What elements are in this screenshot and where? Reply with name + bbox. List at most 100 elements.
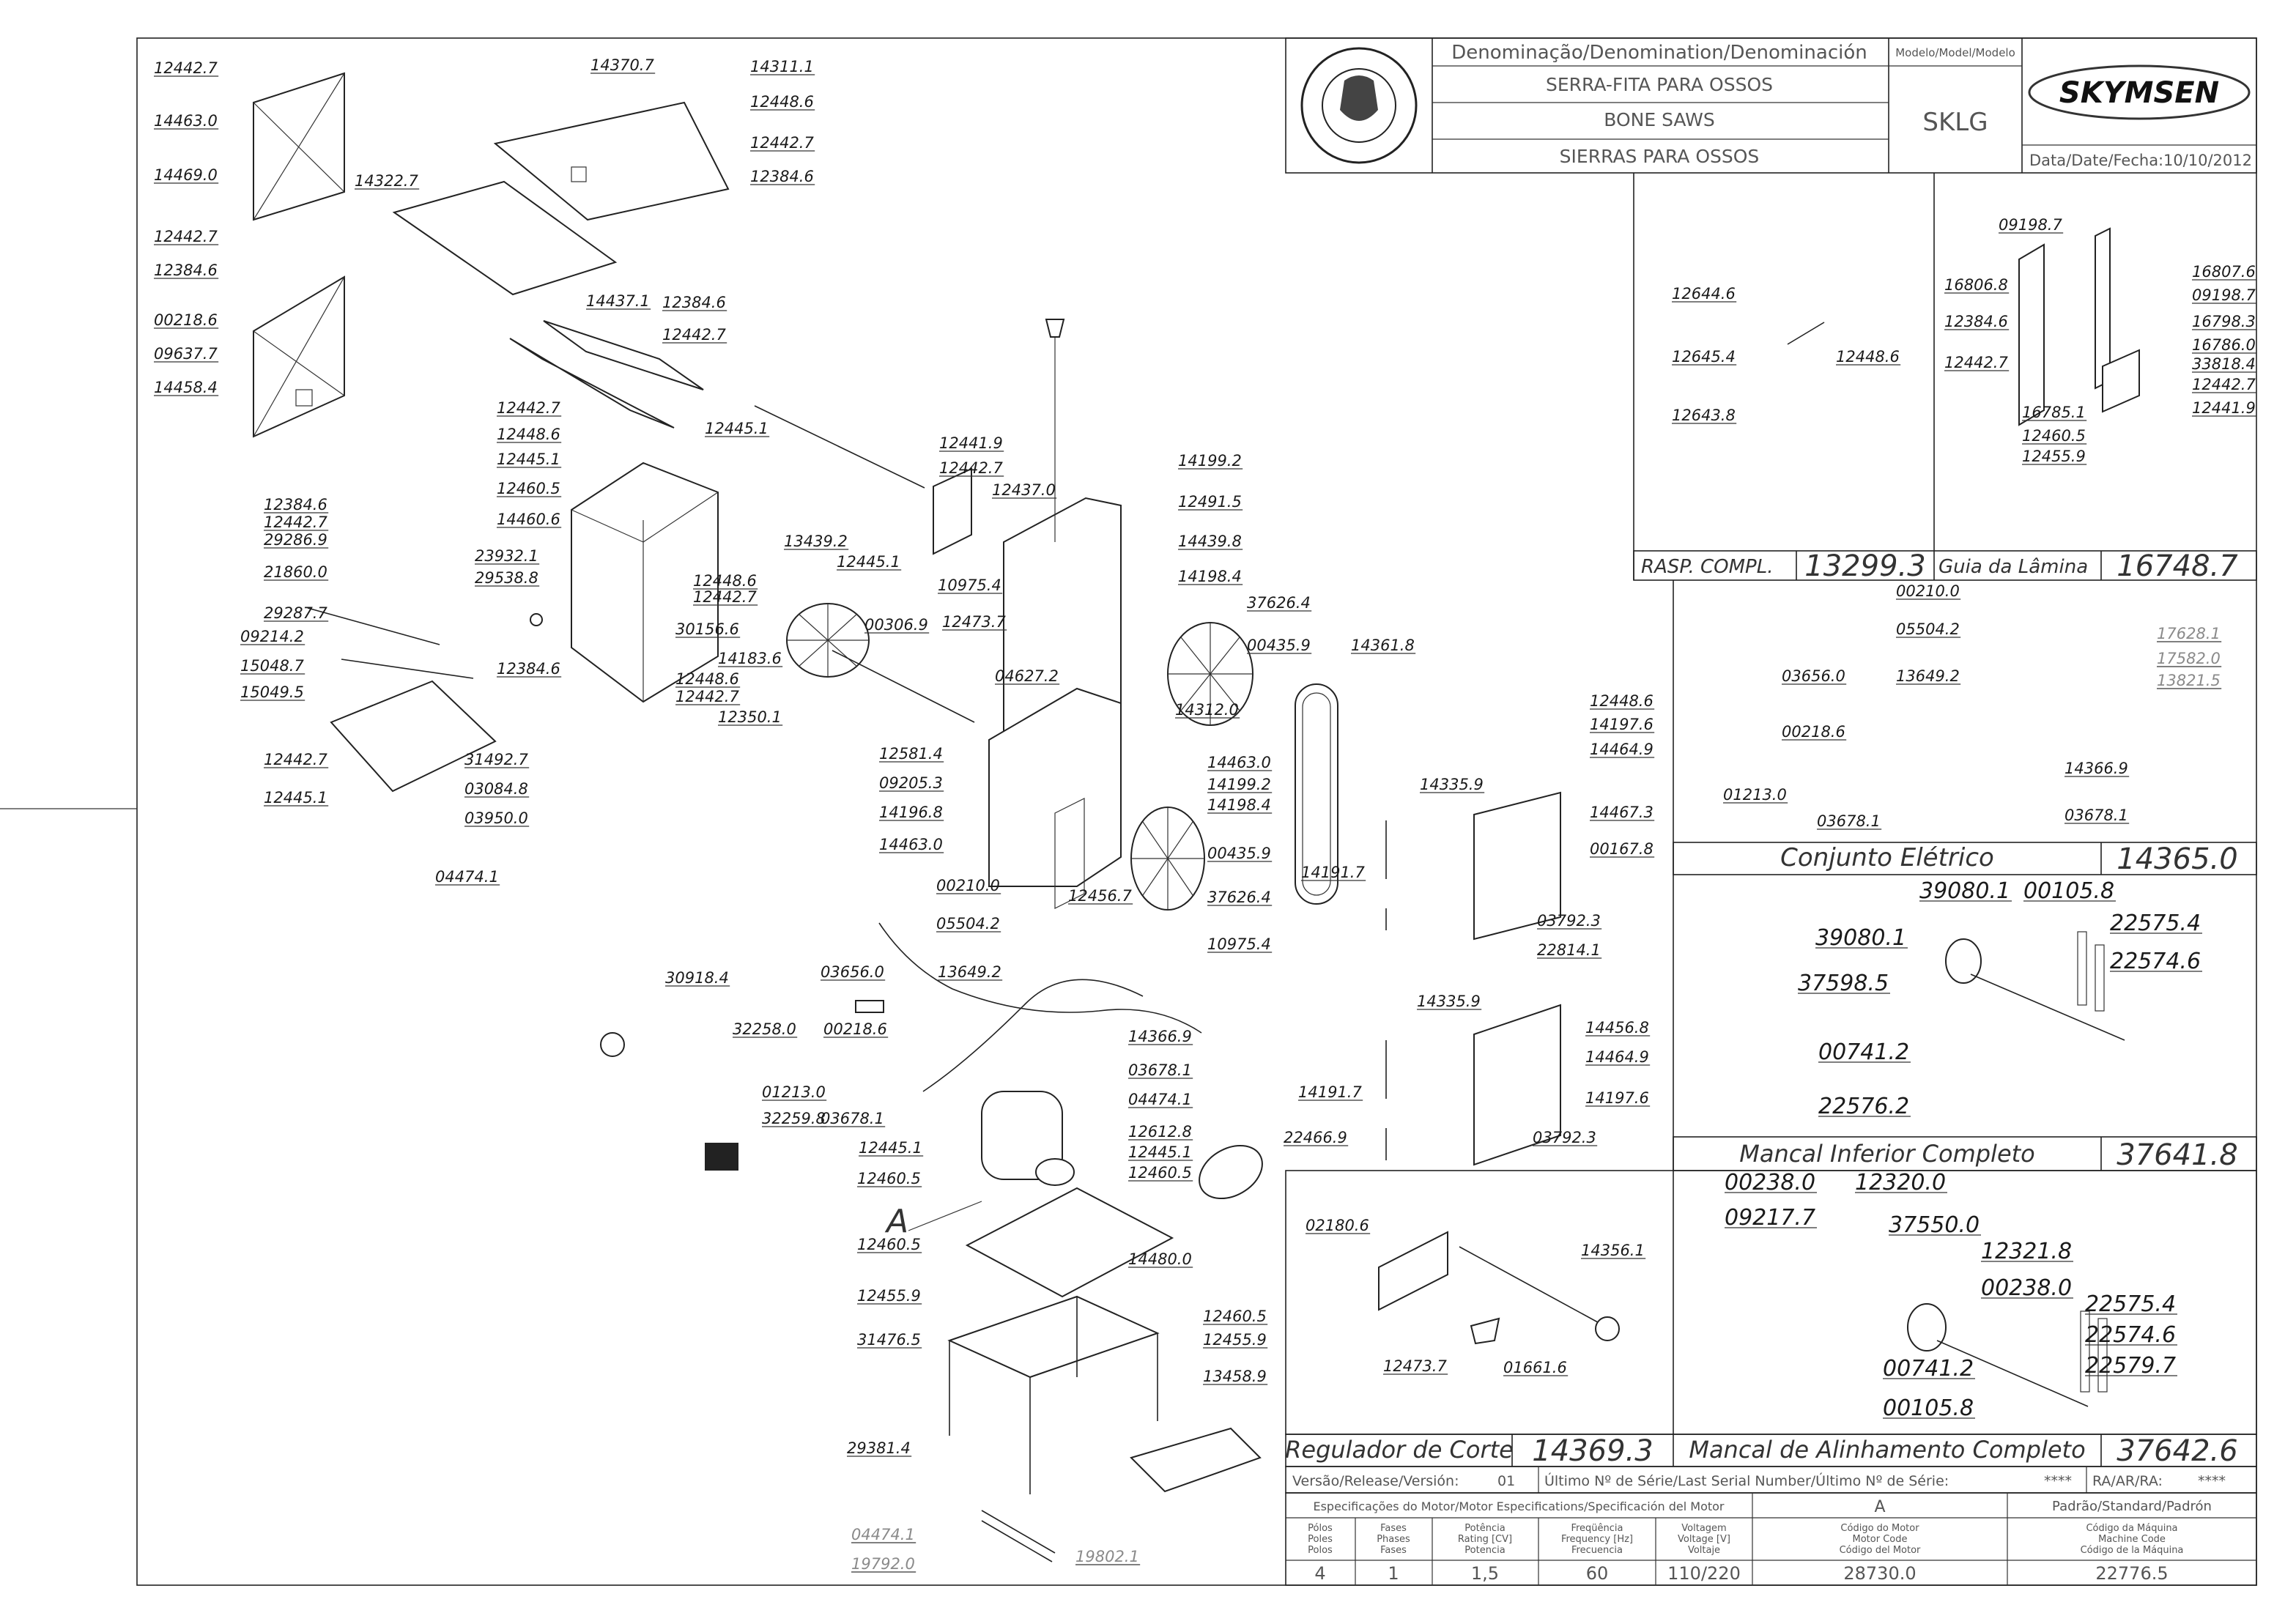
part-number-label: 12473.7: [1383, 1357, 1447, 1375]
part-number-label: 29381.4: [847, 1439, 911, 1457]
part-number-label: 14464.9: [1585, 1048, 1649, 1066]
motor-variant: A: [1874, 1498, 1885, 1516]
spec-column-header: Código da Máquina: [2086, 1523, 2177, 1534]
spec-column-header: Polos: [1308, 1545, 1333, 1556]
part-number-label: 31476.5: [857, 1331, 921, 1349]
spec-value: 60: [1586, 1563, 1609, 1584]
panel-code-mancal-alinh: 37642.6: [2117, 1434, 2237, 1468]
part-number-label: 14197.6: [1590, 716, 1654, 733]
model-code: SKLG: [1922, 108, 1988, 137]
part-number-label: 22574.6: [2110, 949, 2201, 974]
part-number-label: 00435.9: [1247, 637, 1311, 654]
part-number-label: 22576.2: [1818, 1094, 1909, 1119]
drip-tray: [1130, 1427, 1262, 1493]
part-number-label: 37626.4: [1207, 889, 1271, 906]
spec-column-header: Motor Code: [1853, 1534, 1908, 1545]
part-number-label: 14439.8: [1178, 533, 1242, 550]
part-number-label: 12442.7: [154, 228, 218, 245]
part-number-label: 14370.7: [590, 56, 654, 74]
spec-value: 4: [1314, 1563, 1325, 1584]
part-number-label: 12442.7: [154, 59, 218, 77]
subassembly-panels: RASP. COMPL. 13299.3 Guia da Lâmina 1674…: [1285, 173, 2257, 1468]
part-number-label: 12491.5: [1178, 493, 1242, 511]
part-number-label: 12442.7: [662, 326, 726, 344]
part-number-label: 17582.0: [2157, 650, 2221, 667]
part-number-label: 12644.6: [1672, 285, 1736, 303]
part-number-label: 00435.9: [1207, 845, 1271, 862]
part-number-label: 23932.1: [475, 547, 538, 565]
part-number-label: 12321.8: [1981, 1239, 2072, 1264]
stand-top: [947, 1295, 1160, 1379]
part-number-label: 14456.8: [1585, 1019, 1649, 1037]
part-number-label: 12448.6: [1836, 348, 1900, 366]
part-number-label: 16807.6: [2192, 263, 2256, 281]
part-number-label: 14361.8: [1351, 637, 1415, 654]
part-number-label: 21860.0: [264, 563, 327, 581]
part-number-label: 12445.1: [264, 789, 327, 807]
part-number-label: 13649.2: [1896, 667, 1960, 685]
brand-logo: SKYMSEN: [2059, 76, 2219, 110]
part-number-label: 30918.4: [665, 969, 729, 987]
panel-title-rasp: RASP. COMPL.: [1641, 556, 1773, 578]
part-number-label: 12384.6: [264, 496, 327, 513]
spec-column-header: Freqüência: [1571, 1523, 1623, 1534]
part-number-label: 03084.8: [464, 780, 528, 798]
part-number-label: 12445.1: [1128, 1143, 1192, 1161]
part-number-label: 00167.8: [1590, 840, 1654, 858]
spec-column-header: Frecuencia: [1571, 1545, 1623, 1556]
part-number-label: 03656.0: [1782, 667, 1845, 685]
warning-decal: [600, 1032, 625, 1057]
denomination-header: Denominação/Denomination/Denominación: [1451, 42, 1867, 64]
rail-guide-lower: [509, 338, 675, 429]
part-number-label: 12643.8: [1672, 407, 1736, 424]
date-label: Data/Date/Fecha:: [2029, 152, 2163, 169]
part-number-label: 16786.0: [2192, 336, 2256, 354]
part-number-label: 30156.6: [675, 620, 739, 638]
panel-code-eletrico: 14365.0: [2117, 842, 2237, 876]
part-number-label: 12455.9: [2022, 448, 2086, 465]
part-number-label: 00238.0: [1725, 1170, 1815, 1195]
spec-column-header: Voltage [V]: [1678, 1534, 1730, 1545]
switch-box: [855, 1000, 884, 1013]
part-number-label: 14191.7: [1298, 1083, 1362, 1101]
ra-label: RA/AR/RA:: [2092, 1473, 2163, 1489]
part-number-label: 12460.5: [1128, 1164, 1192, 1182]
part-number-label: 14460.6: [497, 511, 560, 528]
spec-column-header: Voltagem: [1681, 1523, 1726, 1534]
part-number-label: 19802.1: [1075, 1548, 1139, 1565]
part-number-label: 12581.4: [879, 745, 943, 763]
part-number-label: 14198.4: [1178, 568, 1242, 585]
saw-frame-lower: [988, 687, 1122, 887]
part-number-label: 13439.2: [784, 533, 848, 550]
part-number-label: 12448.6: [1590, 692, 1654, 710]
cut-regulator: [1378, 1231, 1448, 1311]
part-number-label: 12455.9: [857, 1287, 921, 1305]
panel-title-mancal-inf: Mancal Inferior Completo: [1739, 1140, 2035, 1168]
part-number-label: 16785.1: [2022, 404, 2086, 421]
spec-column-headers: PólosPolesPolosFasesPhasesFasesPotênciaR…: [1308, 1523, 2183, 1556]
version-label: Versão/Release/Versión:: [1292, 1473, 1459, 1489]
spec-column-header: Código do Motor: [1840, 1523, 1919, 1534]
spec-column-header: Fases: [1380, 1545, 1407, 1556]
part-number-label: 09214.2: [240, 628, 304, 645]
blade-guard: [933, 467, 972, 555]
part-number-label: 00105.8: [1883, 1395, 1974, 1421]
part-number-label: 12384.6: [497, 660, 560, 678]
name-es: SIERRAS PARA OSSOS: [1560, 146, 1760, 167]
part-number-label: 09198.7: [1999, 216, 2062, 234]
knob-icon: [1045, 319, 1065, 338]
part-number-label: 12384.6: [154, 262, 218, 279]
part-number-label: 03656.0: [821, 963, 884, 981]
name-pt: SERRA-FITA PARA OSSOS: [1546, 74, 1773, 95]
panel-code-mancal-inf: 37641.8: [2117, 1138, 2237, 1172]
spec-value: 28730.0: [1843, 1563, 1916, 1584]
part-number-label: 39080.1: [1919, 878, 2010, 904]
part-number-label: 15048.7: [240, 657, 304, 675]
serial-label: Último Nº de Série/Last Serial Number/Úl…: [1544, 1472, 1949, 1489]
bearing-housing: [1945, 938, 1982, 984]
part-number-label: 12473.7: [942, 613, 1006, 631]
part-number-label: 29286.9: [264, 531, 327, 549]
part-number-label: 03678.1: [2064, 807, 2128, 824]
